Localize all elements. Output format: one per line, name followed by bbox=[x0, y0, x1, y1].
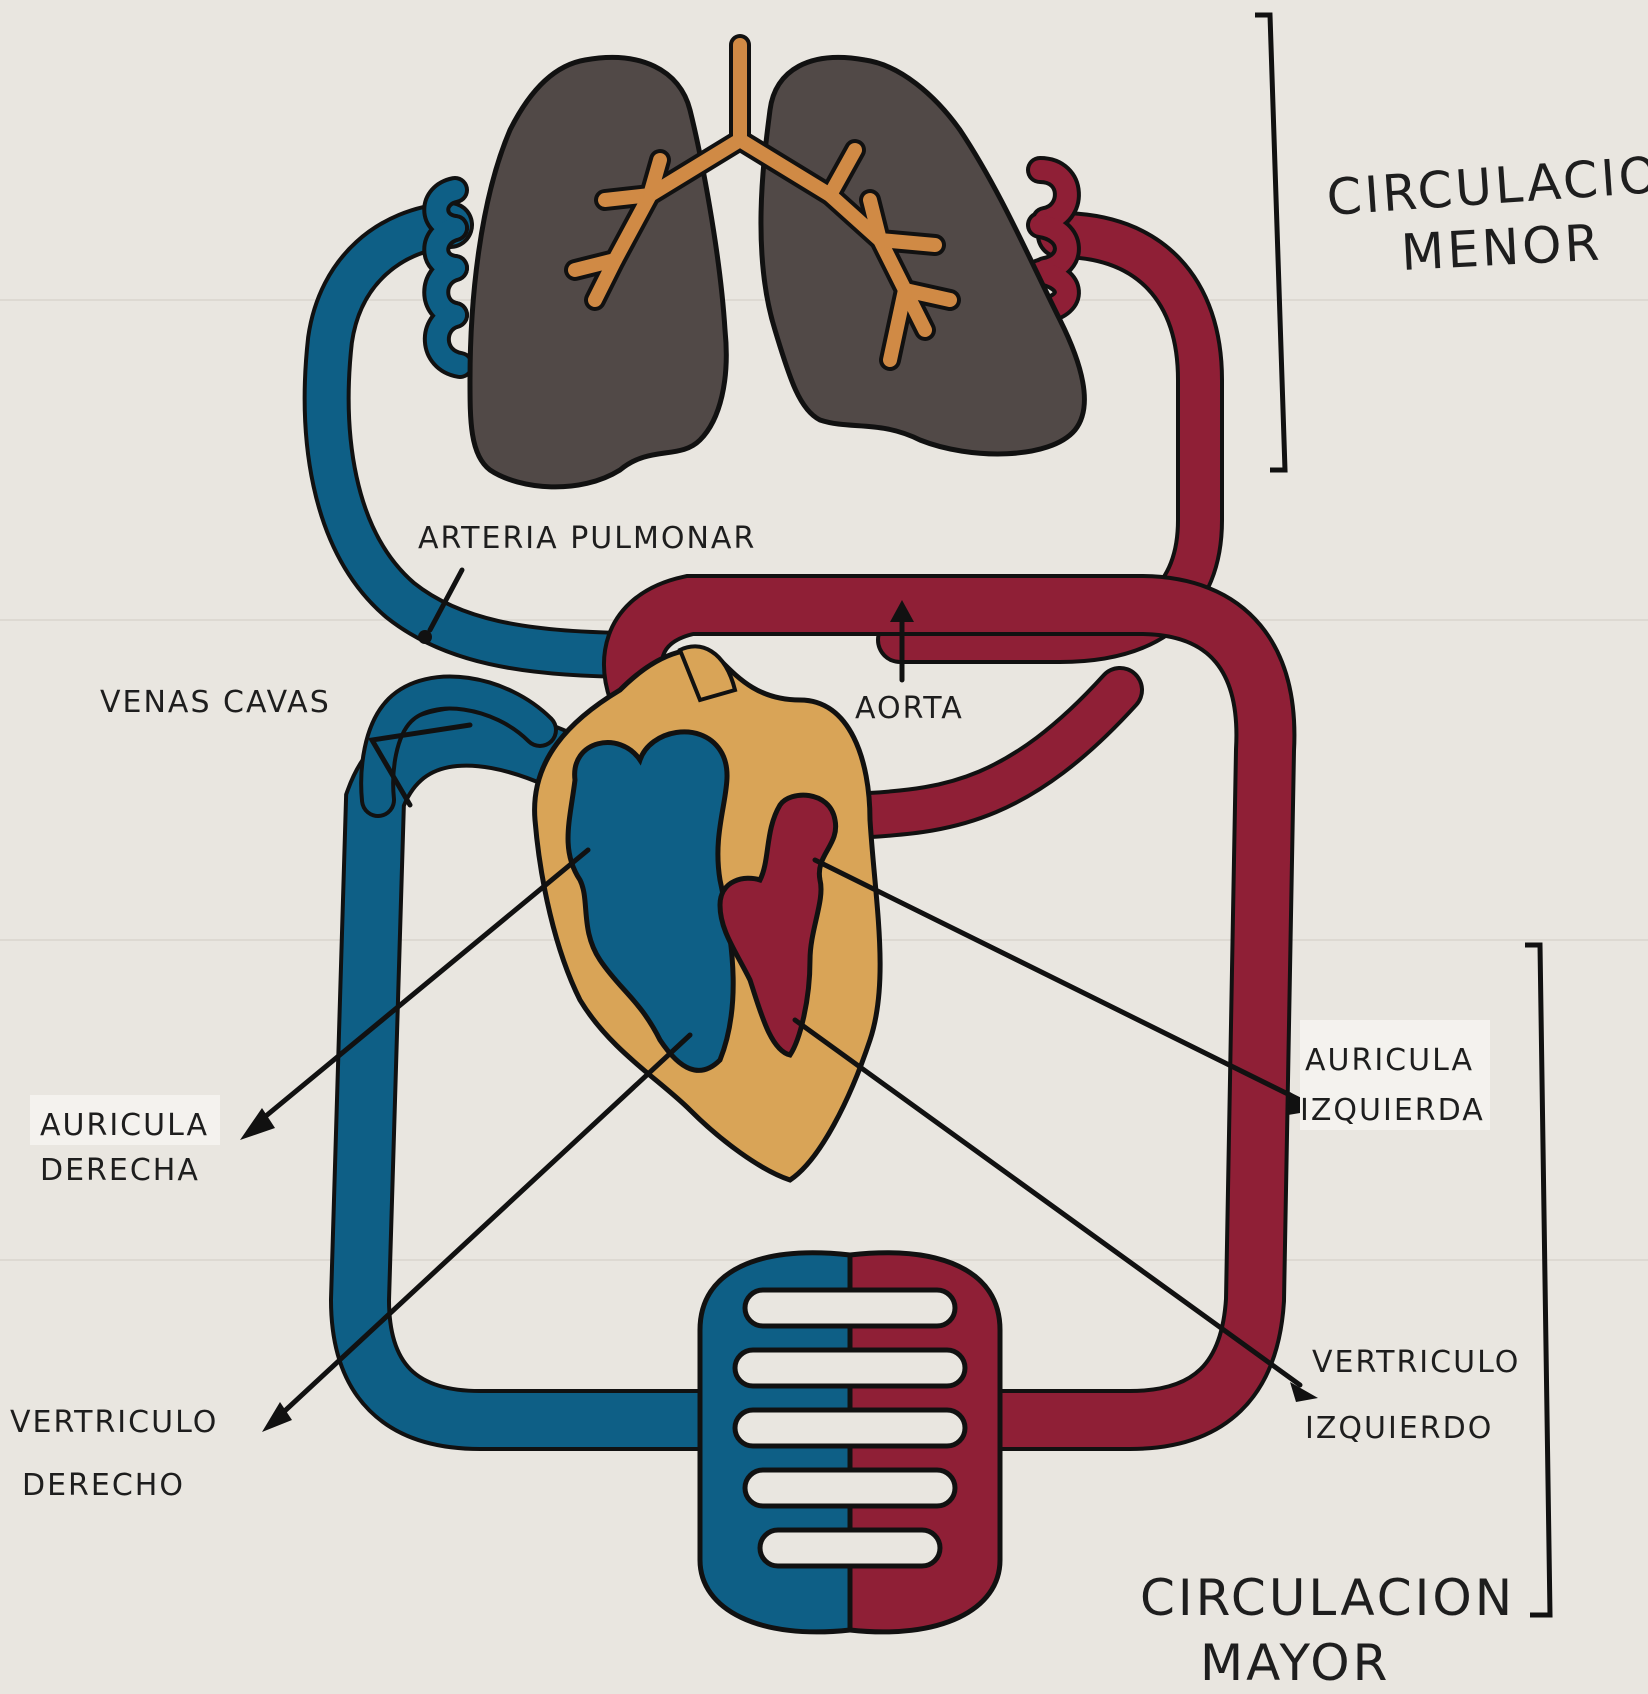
label-venas-cavas: VENAS CAVAS bbox=[100, 685, 331, 720]
label-ventriculo-izquierdo-1: VERTRICULO bbox=[1312, 1345, 1520, 1380]
label-auricula-derecha-2: DERECHA bbox=[40, 1153, 200, 1188]
label-auricula-izquierda-1: AURICULA bbox=[1305, 1043, 1474, 1078]
circulacion-mayor-title: CIRCULACION bbox=[1140, 1569, 1515, 1627]
systemic-capillary-bed bbox=[700, 1253, 1000, 1632]
label-ventriculo-derecho-2: DERECHO bbox=[22, 1468, 185, 1503]
label-aorta: AORTA bbox=[855, 691, 964, 726]
circulacion-menor-subtitle: MENOR bbox=[1400, 214, 1604, 282]
label-arteria-pulmonar: ARTERIA PULMONAR bbox=[418, 521, 756, 556]
label-auricula-izquierda-2: IZQUIERDA bbox=[1300, 1093, 1485, 1128]
circulacion-mayor-subtitle: MAYOR bbox=[1200, 1634, 1390, 1692]
label-ventriculo-izquierdo-2: IZQUIERDO bbox=[1305, 1411, 1493, 1446]
label-ventriculo-derecho-1: VERTRICULO bbox=[10, 1405, 218, 1440]
label-auricula-derecha-1: AURICULA bbox=[40, 1108, 209, 1143]
